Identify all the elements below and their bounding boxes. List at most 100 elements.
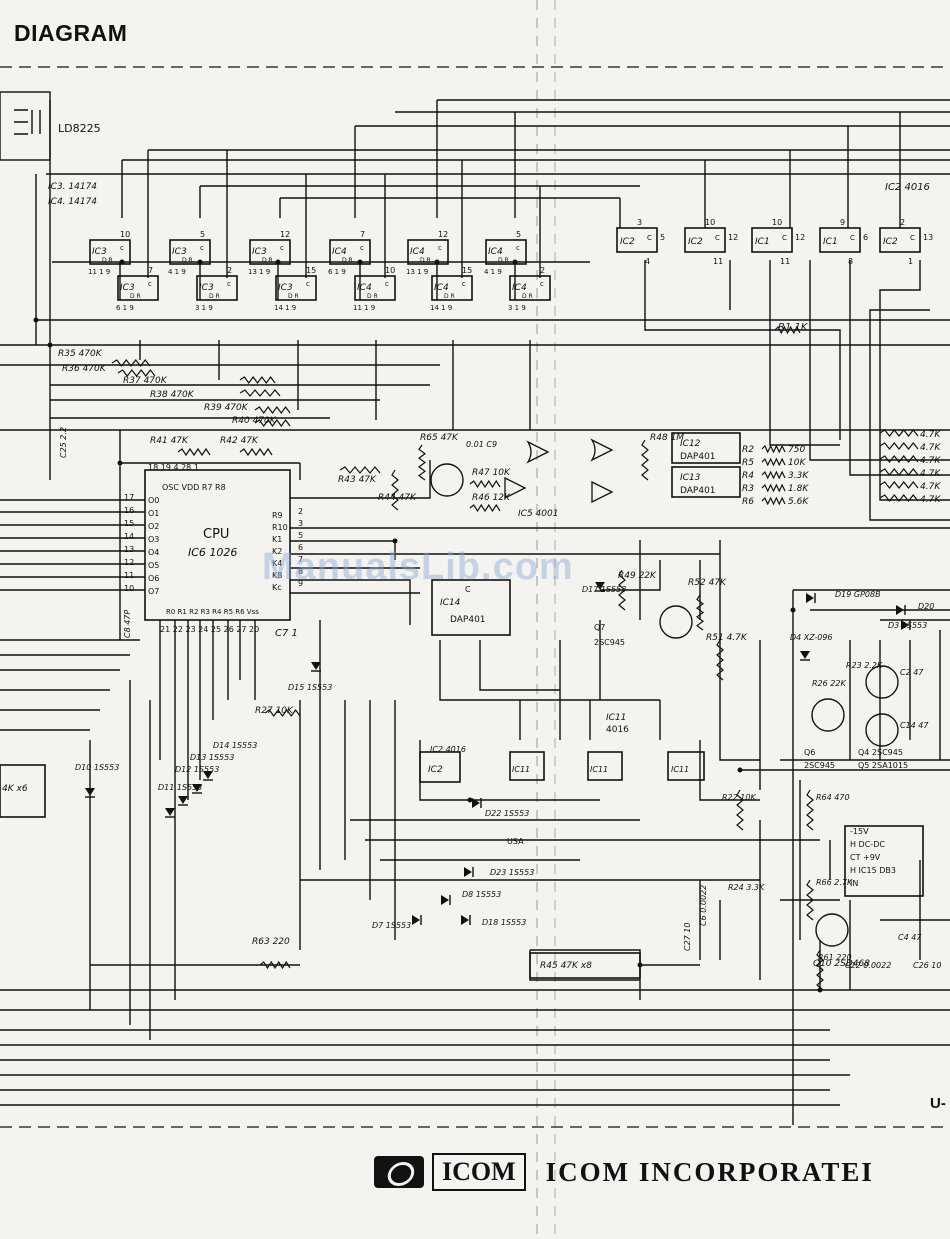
resistor-r35: R35 470K [58,349,103,359]
ic14-box [431,579,511,636]
pin-number: 2 [540,266,545,275]
pin-number: 12 [795,233,805,242]
transistor-symbol [430,463,464,497]
cpu-right-pin: K1 [272,535,282,544]
pin-number: 12 [438,230,448,239]
diode-d18 [461,915,469,925]
pin-label: c [306,280,310,288]
bank-resistor-value: 10K [788,458,806,468]
flip-flop-2 [249,239,291,265]
resistor-r1: R1 1K [778,322,809,333]
ic2-part: IC2 4016 [430,745,466,754]
diode-d22 [472,798,480,808]
ic11-c-label: IC11 [671,765,689,774]
page-title: DIAGRAM [14,20,128,46]
analog-switch-2 [751,227,793,253]
pin-label: D R [522,293,533,300]
diode-label-d20: D20 [918,602,934,611]
flip-flop-11 [509,275,551,301]
ic13-label: IC13 [680,473,701,483]
cpu-right-pin: K2 [272,547,282,556]
pin-numbers: 6 1 9 [328,268,346,276]
bank-resistor-name: R4 [742,471,754,481]
company-name: ICOM INCORPORATEI [545,1156,874,1187]
bank-resistor-value: 1.8K [788,484,809,494]
inverter-icon [591,480,614,504]
resistor-symbol [239,447,273,457]
diode-label-d19: D19 GP08B [835,590,881,599]
cpu-left-pin: O4 [148,548,159,557]
pin-number: 7 [360,230,365,239]
pin-numbers: 14 1 9 [430,304,452,312]
cpu-left-num: 12 [124,558,134,567]
c4-label: C4 47 [898,933,922,942]
pin-number: 10 [385,266,395,275]
cpu-left-pin: O2 [148,522,159,531]
pin-number: 10 [705,218,715,227]
diode-d3 [901,620,909,630]
q7-name: Q7 [594,623,605,632]
resistor-symbol [816,949,824,991]
resistor-symbol [879,442,919,450]
diode-label-d12: D12 1S553 [175,765,219,774]
pin-numbers: 6 1 9 [116,304,134,312]
c14-label: C14 47 [900,721,929,730]
flip-flop-name: IC4 [434,283,449,293]
resistor-symbol [879,455,919,463]
diode-label-d14: D14 1S553 [213,741,257,750]
ic2-gate-box [419,751,461,783]
ic11-c [667,751,705,781]
resistor-symbol [806,879,814,921]
flip-flop-name: IC4 [332,247,347,257]
pin-number: 9 [840,218,845,227]
cpu-left-num: 14 [124,532,134,541]
pin-number: 2 [900,218,905,227]
ic11-part: 4016 [606,725,629,735]
cpu-right-pin: R10 [272,523,288,532]
pin-numbers: 3 1 9 [195,304,213,312]
cpu-top-pins: OSC VDD R7 R8 [162,483,226,492]
pin-numbers: 13 1 9 [406,268,428,276]
cpu-bottom-nums: 21 22 23 24 25 26 27 20 [160,625,259,634]
pin-label: D R [498,257,509,264]
pin-number: 4 [645,257,650,266]
resistor-r46: R46 12K [472,493,511,503]
cpu-left-pin: O6 [148,574,159,583]
pin-label: c [516,244,520,252]
right-resistor-value: 4.7K [920,430,941,440]
ic11-b-label: IC11 [590,765,608,774]
cpu-label: CPU [203,527,229,542]
pin-numbers: 4 1 9 [168,268,186,276]
flip-flop-9 [354,275,396,301]
diode-d12 [178,796,188,804]
pin-label: D R [182,257,193,264]
pin-label: c [227,280,231,288]
resistor-symbol [254,405,291,415]
pin-number: 5 [516,230,521,239]
resistor-symbol [774,325,801,335]
diode-d23 [464,867,472,877]
cpu-left-num: 16 [124,506,134,515]
resistor-r52: R52 47K [688,578,727,588]
switch-name: IC2 [883,237,898,247]
pin-number: 11 [780,257,790,266]
pin-number: 8 [848,257,853,266]
flip-flop-name: IC3 [278,283,293,293]
diode-d20 [896,605,904,615]
page-code: U- [930,1095,946,1112]
resistor-r37: R37 470K [123,376,168,386]
pin-number: 5 [200,230,205,239]
flip-flop-name: IC3 [199,283,214,293]
c8-label: C8 47P [123,610,132,638]
pin-number: 3 [637,218,642,227]
c6-label: C6 0.0022 [699,885,708,926]
pin-numbers: 3 1 9 [508,304,526,312]
resistor-symbol [417,444,427,481]
resistor-r49: R49 22K [618,571,657,581]
q4-label: Q4 2SC945 [858,748,903,757]
flip-flop-name: IC3 [92,247,107,257]
watermark: ManualsLib.com [262,546,574,588]
c7-label: C7 1 [275,628,298,639]
c22-label: C22 0.0022 [845,961,891,970]
